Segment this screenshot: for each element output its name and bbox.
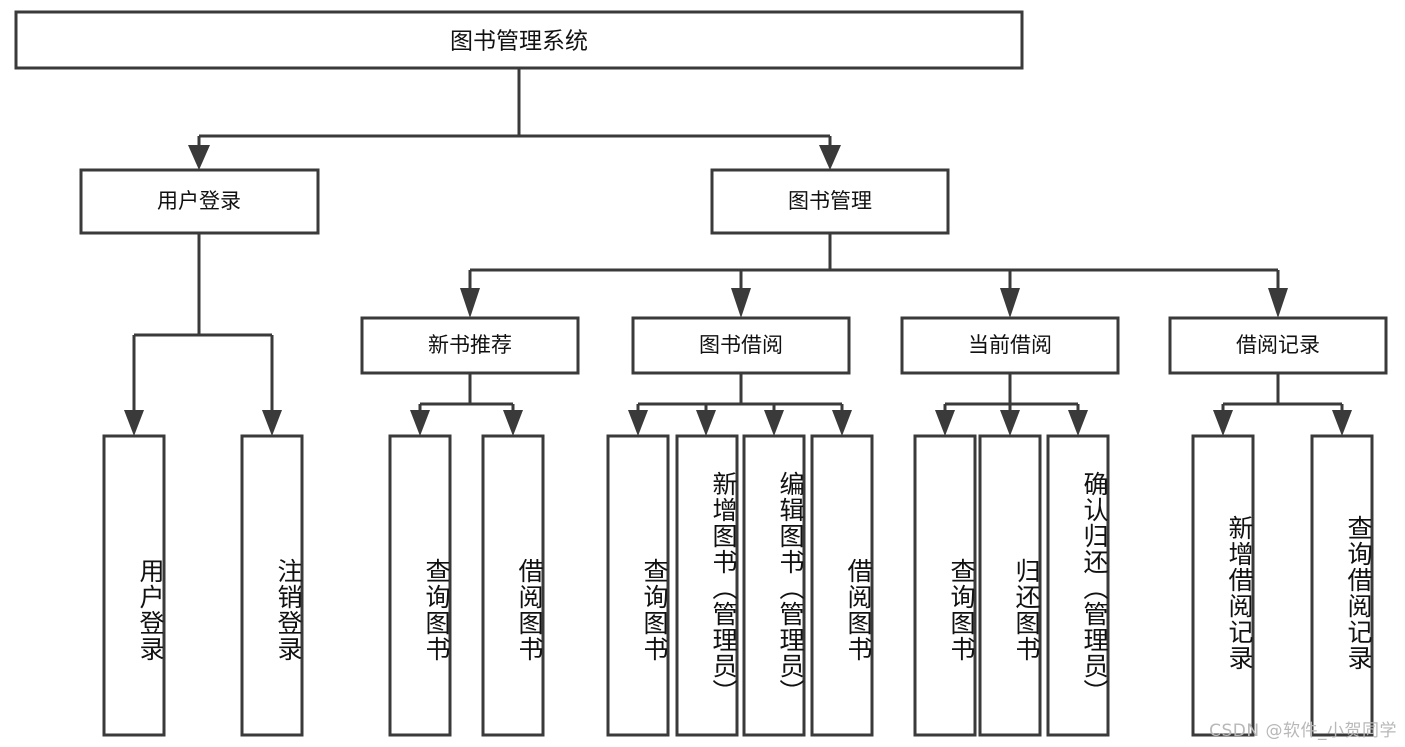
node-borrow-query-book-box[interactable] [606, 434, 670, 737]
arrowhead-borrow-records [1268, 288, 1288, 318]
node-book-borrow-box[interactable] [631, 316, 851, 375]
node-root-box[interactable] [14, 10, 1024, 70]
node-layer: 图书管理系统 用户登录 图书管理 新书推荐 图书借阅 当前借阅 借阅记录 [14, 10, 1388, 737]
arrowhead-user-login-do [124, 410, 144, 436]
node-current-return-book-box[interactable] [978, 434, 1042, 737]
node-book-management-label: 图书管理 [788, 189, 872, 213]
arrowhead-borrow-query-book [628, 410, 648, 436]
node-record-add-box[interactable] [1191, 434, 1255, 737]
node-borrow-borrow-book-box[interactable] [810, 434, 874, 737]
node-recommend-borrow-book-box[interactable] [481, 434, 545, 737]
arrowhead-book-borrow [731, 288, 751, 318]
node-new-book-recommend-label: 新书推荐 [428, 333, 512, 357]
arrowhead-record-query [1332, 410, 1352, 436]
node-current-confirm-return-box[interactable] [1046, 434, 1110, 737]
arrowhead-current-borrow [1000, 288, 1020, 318]
arrowhead-recommend-borrow-book [503, 410, 523, 436]
node-user-login-label: 用户登录 [157, 189, 241, 213]
arrowhead-current-query-book [935, 410, 955, 436]
node-book-borrow-label: 图书借阅 [699, 333, 783, 357]
connector-layer [124, 68, 1352, 436]
arrowhead-user-login [188, 145, 210, 170]
arrowhead-current-return-book [1000, 410, 1020, 436]
node-borrow-records-label: 借阅记录 [1236, 333, 1320, 357]
arrowhead-new-book-recommend [460, 288, 480, 318]
node-new-book-recommend-box[interactable] [360, 316, 580, 375]
arrowhead-borrow-add-book [696, 410, 716, 436]
node-book-management-box[interactable] [710, 168, 950, 235]
arrowhead-user-logout [262, 410, 282, 436]
arrowhead-record-add [1213, 410, 1233, 436]
node-user-login-box[interactable] [79, 168, 320, 235]
node-user-login-do-box[interactable] [102, 434, 166, 737]
arrowhead-current-confirm-return [1068, 410, 1088, 436]
node-recommend-query-book-box[interactable] [388, 434, 452, 737]
arrowhead-borrow-borrow-book [832, 410, 852, 436]
node-current-borrow-label: 当前借阅 [968, 333, 1052, 357]
node-current-query-book-box[interactable] [913, 434, 977, 737]
node-borrow-edit-book-box[interactable] [742, 434, 806, 737]
node-root-label: 图书管理系统 [450, 29, 588, 55]
watermark-text: CSDN @软件_小贺同学 [1209, 721, 1397, 741]
node-record-query-box[interactable] [1310, 434, 1374, 737]
node-borrow-records-box[interactable] [1168, 316, 1388, 375]
arrowhead-borrow-edit-book [764, 410, 784, 436]
node-current-borrow-box[interactable] [900, 316, 1120, 375]
node-user-logout-box[interactable] [240, 434, 304, 737]
arrowhead-recommend-query-book [410, 410, 430, 436]
arrowhead-book-management [819, 145, 841, 170]
node-borrow-add-book-box[interactable] [675, 434, 739, 737]
